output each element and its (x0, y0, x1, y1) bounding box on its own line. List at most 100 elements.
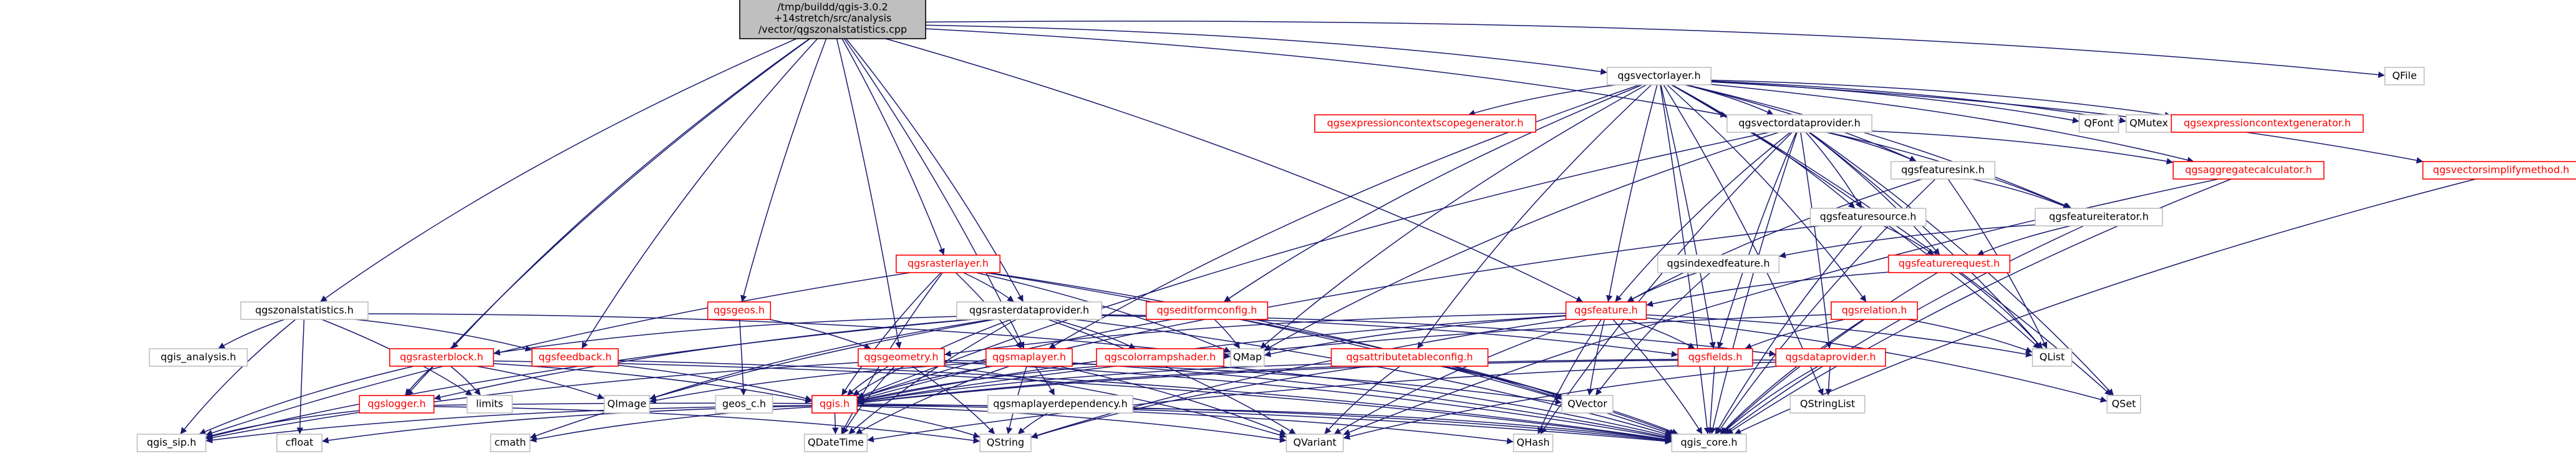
edge-qgsrasterblock-to-qgslogger (404, 366, 434, 396)
node-box (1671, 434, 1747, 452)
node-qgsgeos[interactable]: qgsgeos.h (707, 301, 772, 320)
edge-qgsfeedback-to-qgis (618, 364, 812, 402)
edge-qgsrasterdataprovider-to-qgsrasterblock (493, 316, 957, 356)
node-label: cmath (495, 437, 526, 449)
node-label: QSet (2112, 398, 2136, 410)
node-qhash: QHash (1513, 434, 1554, 452)
node-label: qgsmaplayer.h (992, 351, 1066, 363)
node-qgsvectorsimplifymethod[interactable]: qgsvectorsimplifymethod.h (2422, 161, 2576, 180)
node-qgsfeature[interactable]: qgsfeature.h (1565, 301, 1647, 320)
node-qgslogger[interactable]: qgslogger.h (359, 395, 435, 414)
node-label: qgsfeedback.h (538, 351, 611, 363)
node-qgszonalstatistics: qgszonalstatistics.h (240, 301, 369, 320)
edge-qgsrasterdataprovider-to-qgslogger (433, 319, 971, 400)
node-box (1809, 208, 1927, 226)
node-qgsfields[interactable]: qgsfields.h (1677, 348, 1753, 367)
node-label: QHash (1517, 437, 1550, 449)
node-label: qgseditformconfig.h (1157, 304, 1257, 316)
edge-qgsfeatureiterator-to-qgsfeaturerequest (1977, 225, 2071, 256)
edge-qgsattributetableconfig-to-qvector (1443, 366, 1562, 399)
node-box (1145, 301, 1269, 320)
node-label: qgis_sip.h (147, 437, 196, 449)
node-label: qgsexpressioncontextscopegenerator.h (1327, 117, 1524, 129)
edge-qgsfeatureiterator-to-qgsindexedfeature (1779, 224, 2036, 259)
node-qgsexpressioncontextscopegenerator[interactable]: qgsexpressioncontextscopegenerator.h (1314, 114, 1537, 133)
node-label: qgis_core.h (1681, 437, 1738, 449)
node-layer: /tmp/buildd/qgis-3.0.2+14stretch/src/ana… (137, 0, 2576, 452)
edge-qgsvectordataprovider-to-qgis_core (1710, 132, 1798, 435)
edge-qgsrasterblock-to-qgis (493, 363, 812, 404)
edge-qgsfeature-to-qmap (1264, 315, 1566, 357)
node-qgsexpressioncontextgenerator[interactable]: qgsexpressioncontextgenerator.h (2171, 114, 2364, 133)
edge-qgsfeature-to-qset (1646, 317, 2108, 403)
node-qgsrasterlayer[interactable]: qgsrasterlayer.h (896, 255, 1001, 273)
node-box (2422, 161, 2576, 180)
node-label: qgis.h (820, 398, 850, 410)
node-label: QVector (1567, 398, 1607, 410)
node-label: qgscolorrampshader.h (1105, 351, 1216, 363)
edge-root-to-qgsvectordataprovider (925, 28, 1728, 118)
edge-qgsvectorlayer-to-qgsaggregatecalculator (1711, 84, 2194, 163)
edge-qgsgeometry-to-qstring (911, 366, 995, 435)
node-qgis[interactable]: qgis.h (811, 395, 858, 414)
node-qstring: QString (979, 434, 1032, 452)
node-qgsfeaturerequest[interactable]: qgsfeaturerequest.h (1887, 255, 2011, 273)
edge-qgsfeaturesink-to-qgsfeature (1627, 178, 1922, 303)
edge-qgis-to-qstring (857, 409, 981, 439)
node-box (1607, 67, 1712, 85)
node-qgsmaplayer[interactable]: qgsmaplayer.h (985, 348, 1073, 367)
node-qgsgeometry[interactable]: qgsgeometry.h (858, 348, 945, 367)
node-box (1891, 161, 1996, 180)
node-label: QString (987, 437, 1024, 449)
node-qgsindexedfeature: qgsindexedfeature.h (1657, 255, 1780, 273)
node-qgscolorrampshader[interactable]: qgscolorrampshader.h (1096, 348, 1224, 367)
edge-qgsdataprovider-to-qstringlist (1825, 366, 1832, 396)
node-label: geos_c.h (722, 398, 766, 410)
node-qgsattributetableconfig[interactable]: qgsattributetableconfig.h (1330, 348, 1489, 367)
node-box (1831, 301, 1918, 320)
node-box (985, 348, 1073, 367)
edge-qgsvectorlayer-to-qgsvectorsimplifymethod (1711, 81, 2423, 164)
edge-qgsfeaturesource-to-qgis_core (1715, 225, 1862, 435)
node-qgsaggregatecalculator[interactable]: qgsaggregatecalculator.h (2172, 161, 2325, 180)
edge-qgsrasterblock-to-qgis_sip (198, 366, 414, 435)
node-qgsdataprovider[interactable]: qgsdataprovider.h (1775, 348, 1886, 367)
edge-qgsattributetableconfig-to-qstring (1030, 366, 1368, 439)
edge-qgsmaplayer-to-qdatetime (855, 366, 1010, 435)
node-qgsfeedback[interactable]: qgsfeedback.h (531, 348, 619, 367)
node-label: qgsattributetableconfig.h (1346, 351, 1473, 363)
edge-root-to-qgsrasterdataprovider (845, 38, 1024, 303)
node-label: qgis_analysis.h (160, 351, 236, 364)
edge-qgseditformconfig-to-qgis_core (1240, 319, 1677, 435)
node-label: qgsdataprovider.h (1785, 351, 1876, 363)
edge-root-to-qgsfeedback (581, 38, 818, 349)
node-cmath: cmath (490, 434, 531, 452)
edge-qgsvectordataprovider-to-qmap (1264, 132, 1779, 351)
node-qgsrasterblock[interactable]: qgsrasterblock.h (389, 348, 494, 367)
edge-qgis-to-qvariant (857, 405, 1287, 443)
node-label: QImage (608, 398, 647, 410)
node-box (1677, 348, 1753, 367)
edge-root-to-qgsgeos (740, 38, 827, 303)
node-label: /tmp/buildd/qgis-3.0.2 (777, 1, 888, 13)
edge-qgsvectorlayer-to-qmutex (1711, 80, 2126, 124)
node-label: QDateTime (808, 437, 864, 449)
node-label: QStringList (1800, 398, 1855, 410)
edge-root-to-qgsfeature (885, 38, 1584, 303)
node-label: QVariant (1293, 437, 1336, 449)
edge-qgsrasterdataprovider-to-qvariant (1047, 319, 1297, 435)
node-qgis_core: qgis_core.h (1671, 434, 1747, 452)
node-qgsmaplayerdependency: qgsmaplayerdependency.h (987, 395, 1133, 414)
node-box (603, 395, 650, 414)
edge-qgsattributetableconfig-to-qvariant (1324, 366, 1400, 435)
node-qgseditformconfig[interactable]: qgseditformconfig.h (1145, 301, 1269, 320)
edge-qgsfeature-to-qgis_core (1612, 319, 1703, 435)
edge-qgsdataprovider-to-qgis (857, 359, 1776, 406)
edge-root-to-qgsrasterlayer (841, 38, 945, 256)
node-qgsrasterdataprovider: qgsrasterdataprovider.h (956, 301, 1102, 320)
edge-qgsrasterlayer-to-qmap (976, 272, 1231, 353)
node-qfile: QFile (2384, 67, 2425, 85)
edge-qgsfeatureiterator-to-qgis_core (1723, 225, 2085, 435)
node-qgs_analysis: qgis_analysis.h (148, 348, 248, 367)
node-qgsrelation[interactable]: qgsrelation.h (1831, 301, 1918, 320)
